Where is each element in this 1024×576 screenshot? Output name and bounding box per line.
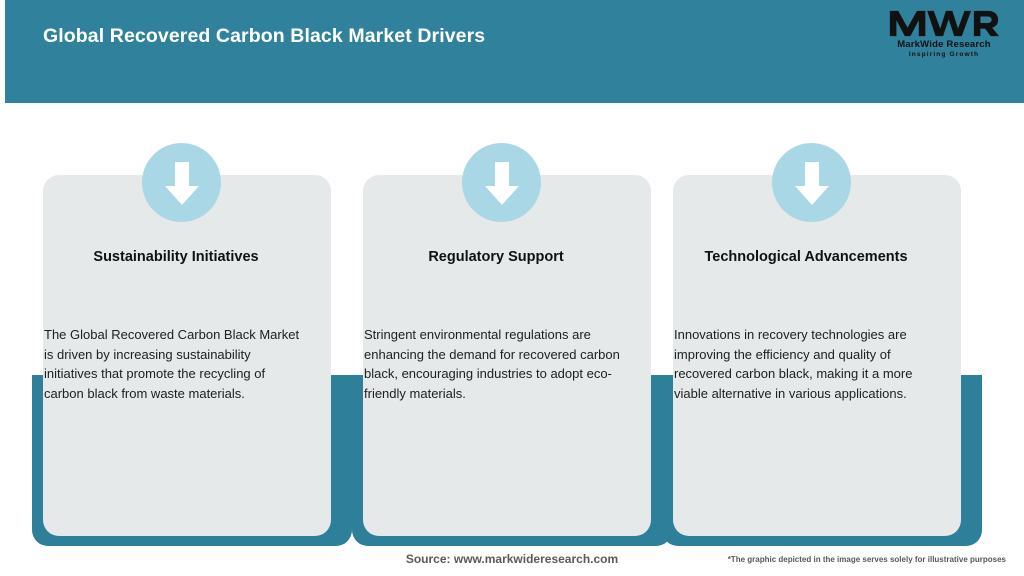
mwr-monogram-icon — [889, 10, 1000, 37]
down-arrow-icon — [462, 143, 541, 222]
header-bar: Global Recovered Carbon Black Market Dri… — [5, 0, 1024, 103]
card-body — [43, 175, 331, 536]
card-heading: Regulatory Support — [428, 249, 564, 265]
markwide-research-logo: MarkWide Research Inspiring Growth — [888, 8, 1000, 64]
down-arrow-icon — [142, 143, 221, 222]
card-description: Stringent environmental regulations are … — [364, 327, 620, 401]
card-heading: Sustainability Initiatives — [93, 249, 259, 265]
down-arrow-icon — [772, 143, 851, 222]
logo-tagline: Inspiring Growth — [908, 51, 980, 58]
card-body — [673, 175, 961, 536]
card-body — [363, 175, 651, 536]
page-title: Global Recovered Carbon Black Market Dri… — [43, 25, 486, 47]
drivers-card-group: Sustainability Initiatives The Global Re… — [0, 103, 1024, 576]
disclaimer-label: *The graphic depicted in the image serve… — [727, 555, 1006, 564]
driver-card-3: Technological Advancements Innovations i… — [662, 103, 982, 553]
driver-card-1: Sustainability Initiatives The Global Re… — [32, 103, 352, 553]
card-heading: Technological Advancements — [704, 249, 908, 265]
card-description: Innovations in recovery technologies are… — [674, 327, 913, 401]
card-description: The Global Recovered Carbon Black Market… — [44, 327, 300, 401]
driver-card-2: Regulatory Support Stringent environment… — [352, 103, 672, 553]
source-label: Source: www.markwideresearch.com — [405, 552, 619, 566]
logo-company-name: MarkWide Research — [897, 39, 991, 50]
